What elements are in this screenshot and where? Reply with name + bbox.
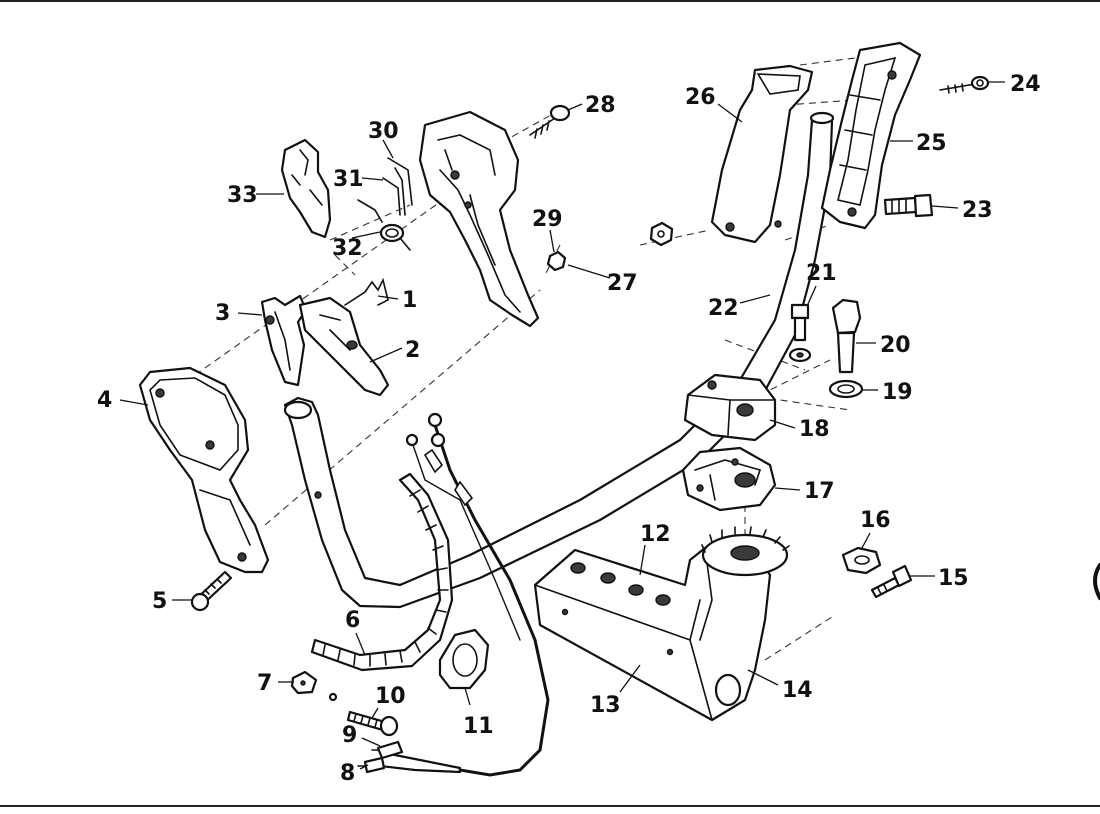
part-1-spring bbox=[344, 277, 389, 306]
callout-4: 4 bbox=[97, 388, 112, 413]
part-7-small-nut bbox=[290, 670, 318, 695]
callout-27: 27 bbox=[607, 271, 638, 296]
part-24-screw bbox=[939, 75, 990, 94]
callout-25: 25 bbox=[916, 131, 947, 156]
part-30-31-springs bbox=[382, 157, 413, 216]
leader-lines bbox=[119, 81, 1005, 770]
callout-16: 16 bbox=[860, 508, 891, 533]
part-25-grip-half bbox=[820, 41, 922, 230]
part-27-nut bbox=[649, 221, 674, 247]
callout-26: 26 bbox=[685, 85, 716, 110]
part-32-torsion-spring bbox=[357, 199, 411, 251]
part-18-clamp-upper bbox=[683, 373, 777, 442]
part-33-trigger-bracket bbox=[280, 138, 332, 239]
part-15-bolt bbox=[870, 564, 913, 599]
callout-7: 7 bbox=[257, 671, 272, 696]
callout-13: 13 bbox=[590, 693, 621, 718]
part-20-bolt bbox=[831, 298, 862, 374]
callout-1: 1 bbox=[402, 288, 417, 313]
part-2-trigger bbox=[298, 296, 390, 397]
callout-11: 11 bbox=[463, 714, 494, 739]
part-8-connector bbox=[357, 756, 386, 774]
part-26-grip bbox=[710, 64, 814, 244]
callout-2: 2 bbox=[405, 338, 420, 363]
callout-23: 23 bbox=[962, 198, 993, 223]
callout-9: 9 bbox=[342, 723, 357, 748]
callout-14: 14 bbox=[782, 678, 813, 703]
callout-12: 12 bbox=[640, 522, 671, 547]
part-16-nut bbox=[841, 546, 882, 575]
callout-17: 17 bbox=[804, 479, 835, 504]
part-19-washer bbox=[828, 379, 864, 399]
callout-28: 28 bbox=[585, 93, 616, 118]
part-handle-housing-right bbox=[418, 110, 540, 328]
callout-10: 10 bbox=[375, 684, 406, 709]
callout-30: 30 bbox=[368, 119, 399, 144]
part-29-nut bbox=[546, 250, 567, 272]
part-28-screw bbox=[529, 104, 571, 139]
part-17-clamp-lower bbox=[681, 446, 777, 512]
callout-19: 19 bbox=[882, 380, 913, 405]
part-12-gear-ring bbox=[701, 526, 790, 577]
callout-32: 32 bbox=[332, 236, 363, 261]
throttle-cable bbox=[370, 412, 550, 777]
callout-31: 31 bbox=[333, 167, 364, 192]
callout-20: 20 bbox=[880, 333, 911, 358]
callout-3: 3 bbox=[215, 301, 230, 326]
callout-5: 5 bbox=[152, 589, 167, 614]
part-3-throttle-lever bbox=[260, 294, 308, 387]
callout-33: 33 bbox=[227, 183, 258, 208]
callout-6: 6 bbox=[345, 608, 360, 633]
callout-labels: 1 2 3 4 5 6 7 8 9 10 11 12 13 14 15 16 1… bbox=[97, 72, 1041, 786]
part-22-handle-tube bbox=[283, 111, 835, 609]
callout-29: 29 bbox=[532, 207, 563, 232]
callout-24: 24 bbox=[1010, 72, 1041, 97]
part-21-washer bbox=[788, 347, 812, 363]
callout-22: 22 bbox=[708, 296, 739, 321]
callout-8: 8 bbox=[340, 761, 355, 786]
edge-mark bbox=[1093, 563, 1100, 600]
part-6-corrugated-conduit bbox=[310, 472, 454, 672]
part-23-bolt bbox=[883, 193, 934, 218]
part-21-screw bbox=[790, 303, 810, 342]
part-11-cable-clip bbox=[438, 628, 490, 690]
part-9-connector bbox=[371, 740, 404, 760]
assembly-dash-lines bbox=[194, 57, 971, 661]
part-4-handle-housing-left bbox=[138, 366, 270, 574]
part-10-adjuster bbox=[328, 692, 399, 737]
callout-21: 21 bbox=[806, 261, 837, 286]
callout-18: 18 bbox=[799, 417, 830, 442]
callout-15: 15 bbox=[938, 566, 969, 591]
part-5-screw bbox=[190, 570, 233, 612]
